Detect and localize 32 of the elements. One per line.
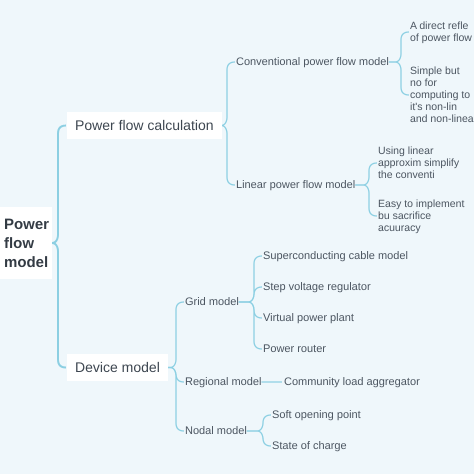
subtopic-text: Community load aggregator	[284, 375, 420, 389]
connector-line	[388, 61, 410, 96]
subtopic-text: Conventional power flow model	[236, 55, 389, 69]
note-text: A direct refle of power flow	[410, 20, 473, 44]
connector-line	[355, 184, 378, 217]
subtopic-text: Superconducting cable model	[263, 249, 408, 263]
subtopic-text: Soft opening point	[272, 408, 361, 422]
connector-line	[51, 242, 67, 368]
connector-line	[246, 430, 272, 447]
subtopic-text: Grid model	[185, 295, 239, 309]
connector-line	[51, 124, 67, 244]
root-topic-box	[0, 207, 52, 279]
note-text: Easy to implement bu sacrifice acuuracy	[378, 198, 466, 234]
subtopic-text: State of charge	[272, 439, 347, 453]
connector-line	[261, 381, 282, 383]
topic-text: Power flow model	[4, 214, 50, 272]
subtopic-text: Regional model	[185, 375, 262, 389]
connector-line	[238, 301, 263, 350]
topic-box	[67, 112, 222, 139]
topic-text: Device model	[75, 358, 160, 377]
connector-line	[168, 301, 185, 368]
topic-text: Power flow calculation	[75, 116, 214, 135]
subtopic-text: Step voltage regulator	[263, 280, 371, 294]
connector-line	[220, 61, 236, 126]
connector-line	[168, 366, 185, 432]
subtopic-text: Nodal model	[185, 424, 247, 438]
topic-box	[67, 354, 168, 381]
subtopic-text: Linear power flow model	[236, 178, 356, 192]
subtopic-text: Power router	[263, 342, 326, 356]
subtopic-text: Virtual power plant	[263, 311, 354, 325]
connector-line	[220, 124, 236, 186]
note-text: Using linear approxim simplify the conventi	[378, 145, 460, 181]
